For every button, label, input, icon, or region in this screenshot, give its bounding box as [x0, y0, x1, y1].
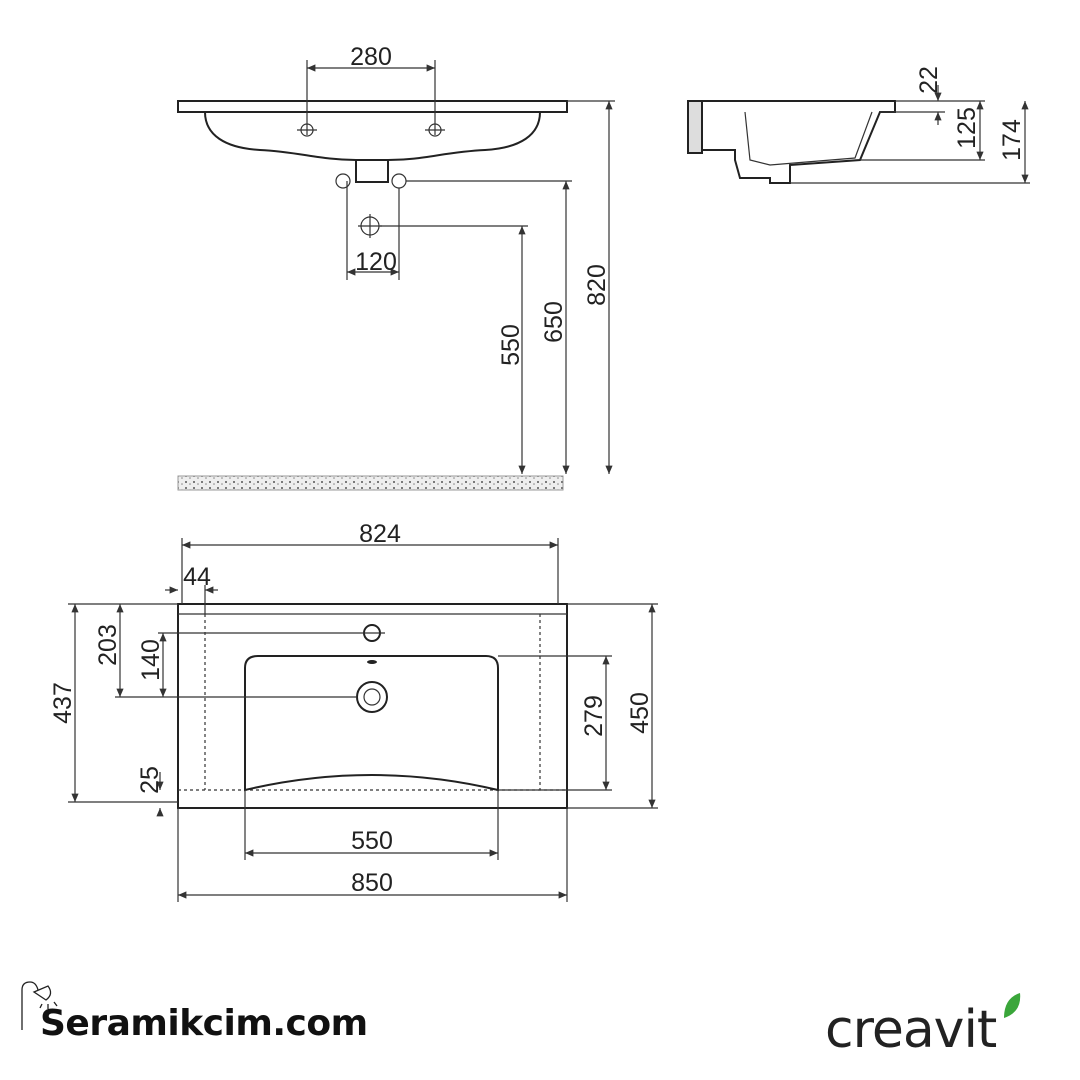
dim-inner-width: 824	[359, 520, 401, 548]
site-logo: Seramikcim.com	[40, 1003, 368, 1044]
dim-279: 279	[580, 695, 608, 737]
dim-25: 25	[136, 766, 164, 794]
dim-203: 203	[94, 624, 122, 666]
floor-line	[177, 475, 564, 491]
top-view: 824 44 437 203 140 25 279 450 550 850	[49, 520, 658, 902]
dim-rim: 22	[915, 66, 943, 94]
dim-450: 450	[626, 692, 654, 734]
dim-bowl-width: 550	[351, 827, 393, 855]
dim-height-820: 820	[583, 264, 611, 306]
dim-edge: 44	[183, 563, 211, 591]
dim-437: 437	[49, 682, 77, 724]
leaf-icon	[1004, 993, 1021, 1018]
dim-total-height: 174	[998, 119, 1026, 161]
dim-total-width: 850	[351, 869, 393, 897]
dim-hole-spacing: 120	[355, 248, 397, 276]
dim-bowl-depth: 125	[953, 107, 981, 149]
side-view: 22 125 174	[687, 66, 1030, 184]
brand-logo: creavit	[825, 1000, 997, 1060]
dim-140: 140	[137, 639, 165, 681]
dim-height-550: 550	[497, 324, 525, 366]
shower-icon	[21, 981, 58, 1030]
front-view: 280 120 550 650 820	[177, 43, 615, 491]
dim-tap-spacing: 280	[350, 43, 392, 71]
dim-height-650: 650	[540, 301, 568, 343]
